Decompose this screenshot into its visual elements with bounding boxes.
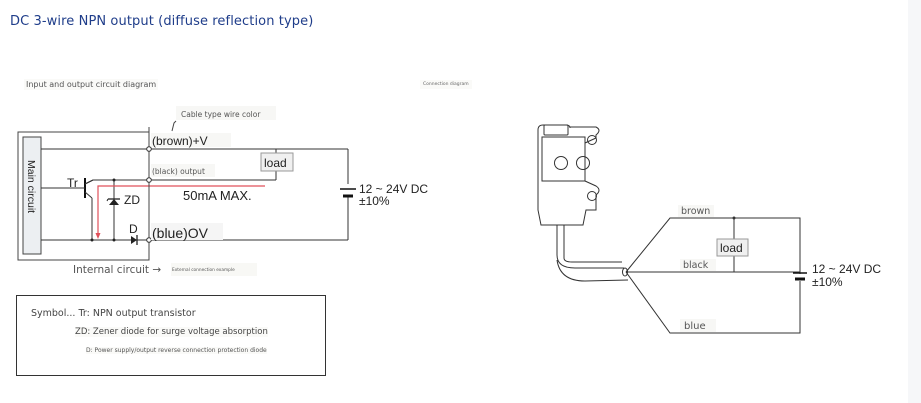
battery-symbol-right	[793, 272, 807, 281]
load-label: load	[264, 156, 287, 170]
wire-label-blue: blue	[684, 321, 706, 332]
legend-zener: ZD: Zener diode for surge voltage absorp…	[75, 327, 268, 337]
blue-terminal-label: (blue)OV	[152, 225, 209, 241]
black-terminal-label: (black) output	[152, 167, 205, 176]
diode-label: D	[129, 222, 138, 236]
terminal-brown	[146, 146, 152, 152]
supply-tolerance-label: ±10%	[359, 194, 390, 208]
legend-diode: D: Power supply/output reverse connectio…	[86, 347, 267, 354]
transistor-label: Tr	[67, 176, 78, 190]
supply-voltage-label: 12 ~ 24V DC	[359, 182, 428, 196]
sensor-body-icon	[537, 124, 629, 282]
load-label-right: load	[720, 241, 743, 255]
wire-label-black: black	[683, 260, 709, 271]
supply-voltage-label-right: 12 ~ 24V DC	[812, 262, 881, 276]
transistor-symbol	[76, 178, 94, 240]
supply-tolerance-label-right: ±10%	[812, 275, 843, 289]
current-arrow-icon	[95, 233, 101, 239]
zener-label: ZD	[124, 193, 140, 207]
connection-wires	[625, 217, 801, 334]
internal-circuit-label: Internal circuit →	[73, 264, 161, 276]
page-title: DC 3-wire NPN output (diffuse reflection…	[10, 14, 314, 29]
cable-note-leader	[171, 120, 177, 132]
terminal-black	[146, 177, 152, 183]
battery-symbol	[340, 188, 356, 198]
current-limit-label: 50mA MAX.	[183, 188, 252, 203]
symbol-legend: Symbol... Tr: NPN output transistor ZD: …	[16, 295, 326, 376]
zener-diode-symbol	[90, 178, 120, 242]
main-circuit-block: Main circuit	[22, 136, 42, 255]
main-circuit-label: Main circuit	[25, 160, 37, 213]
section-label-circuit: Input and output circuit diagram	[24, 79, 159, 90]
section-label-connection: Connection diagram	[420, 80, 472, 89]
legend-transistor: Symbol... Tr: NPN output transistor	[31, 308, 196, 319]
load-box-right: load	[716, 238, 749, 257]
current-path	[97, 185, 265, 236]
wire-label-brown: brown	[681, 206, 710, 217]
terminal-blue	[146, 237, 152, 243]
protection-diode-symbol	[131, 235, 138, 245]
cable-note-label: Cable type wire color	[181, 110, 261, 119]
external-connection-label: External connection example	[172, 267, 235, 273]
load-box: load	[260, 152, 294, 172]
right-scroll-strip	[908, 0, 921, 403]
brown-terminal-label: (brown)+V	[152, 134, 208, 148]
